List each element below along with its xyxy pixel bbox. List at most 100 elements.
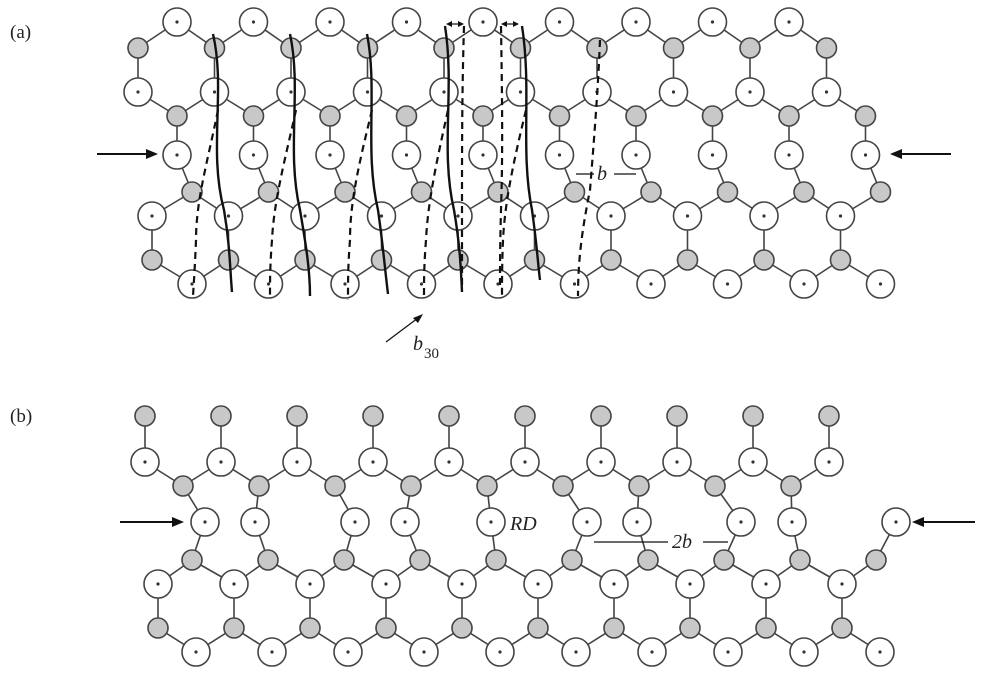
atom-center-dot	[840, 582, 844, 586]
label-b30-subscript: 30	[424, 346, 439, 362]
atom-center-dot	[150, 214, 154, 218]
atom-center-dot	[599, 460, 603, 464]
dislocation-line-dashed	[576, 39, 602, 297]
atom-center-dot	[496, 282, 500, 286]
atom-filled	[362, 405, 384, 427]
atom-center-dot	[574, 650, 578, 654]
lattice-panel-b	[130, 405, 911, 667]
atom-filled	[679, 617, 701, 639]
atom-filled	[400, 475, 422, 497]
atom-filled	[548, 105, 571, 127]
atom-filled	[395, 105, 418, 127]
atom-filled	[789, 549, 811, 571]
atom-filled	[514, 405, 536, 427]
atom-center-dot	[489, 520, 493, 524]
atom-filled	[755, 617, 777, 639]
atom-center-dot	[787, 20, 791, 24]
b30-annotation: b 30	[385, 314, 439, 362]
atom-filled	[181, 181, 203, 203]
spacing-marks-top-a	[446, 21, 519, 27]
atom-center-dot	[190, 282, 194, 286]
atom-center-dot	[303, 214, 307, 218]
atom-center-dot	[609, 214, 613, 218]
compression-arrow-right-a	[890, 149, 951, 159]
atom-filled	[600, 249, 622, 271]
atom-center-dot	[442, 90, 446, 94]
atom-filled	[485, 549, 507, 571]
dislocation-line-solid	[365, 33, 390, 295]
atom-center-dot	[710, 153, 715, 157]
atom-center-dot	[634, 20, 638, 24]
atom-center-dot	[384, 582, 388, 586]
atom-filled	[127, 37, 149, 59]
atom-center-dot	[371, 460, 375, 464]
atom-center-dot	[251, 153, 256, 157]
atom-center-dot	[175, 20, 179, 24]
atom-center-dot	[802, 650, 806, 654]
atom-center-dot	[557, 20, 562, 24]
atom-filled	[509, 37, 532, 59]
atom-filled	[438, 405, 460, 427]
atom-filled	[778, 105, 800, 127]
atom-center-dot	[688, 582, 692, 586]
atom-center-dot	[212, 90, 217, 94]
dislocation-line-solid	[211, 33, 234, 293]
atom-center-dot	[404, 20, 409, 24]
atom-filled	[242, 105, 265, 127]
atom-filled	[854, 105, 877, 127]
label-b: b	[597, 163, 607, 185]
atom-center-dot	[685, 214, 690, 218]
atom-filled	[563, 181, 586, 203]
atom-center-dot	[650, 650, 654, 654]
dislocation-line-solid	[288, 33, 312, 297]
atom-filled	[472, 105, 494, 127]
atom-center-dot	[194, 650, 198, 654]
atom-center-dot	[203, 520, 207, 524]
atom-filled	[780, 475, 802, 497]
atom-filled	[561, 549, 583, 571]
atom-center-dot	[422, 650, 426, 654]
atom-center-dot	[156, 582, 160, 586]
atom-filled	[603, 617, 625, 639]
atom-filled	[625, 105, 647, 127]
atom-center-dot	[481, 20, 485, 24]
atom-center-dot	[726, 650, 730, 654]
atom-filled	[134, 405, 156, 427]
atom-center-dot	[790, 520, 794, 524]
atom-center-dot	[748, 90, 752, 94]
atom-center-dot	[751, 460, 755, 464]
atom-center-dot	[175, 153, 179, 157]
atom-center-dot	[523, 460, 527, 464]
atom-center-dot	[328, 20, 332, 24]
atom-filled	[753, 249, 775, 271]
atom-filled	[716, 181, 739, 203]
atom-center-dot	[827, 460, 831, 464]
atom-filled	[370, 249, 393, 271]
atom-filled	[818, 405, 840, 427]
lattice-panel-a	[123, 7, 896, 299]
two-b-annotation: 2b	[594, 531, 728, 553]
atom-filled	[223, 617, 245, 639]
compression-arrow-right-b	[912, 517, 975, 527]
atom-center-dot	[346, 650, 350, 654]
atom-center-dot	[878, 650, 882, 654]
atom-filled	[433, 37, 455, 59]
atom-filled	[865, 549, 887, 571]
atom-filled	[701, 105, 724, 127]
atom-center-dot	[308, 582, 312, 586]
atom-filled	[286, 405, 308, 427]
atom-center-dot	[289, 90, 293, 94]
atom-filled	[662, 37, 685, 59]
atom-filled	[451, 617, 473, 639]
atom-center-dot	[136, 90, 140, 94]
atom-center-dot	[536, 582, 540, 586]
atom-center-dot	[379, 214, 384, 218]
dislocation-line-dashed	[191, 109, 220, 297]
atom-center-dot	[143, 460, 147, 464]
dislocation-line-dashed	[500, 109, 528, 297]
atom-filled	[257, 549, 279, 571]
atom-center-dot	[612, 582, 616, 586]
atom-center-dot	[739, 520, 743, 524]
atom-center-dot	[226, 214, 231, 218]
